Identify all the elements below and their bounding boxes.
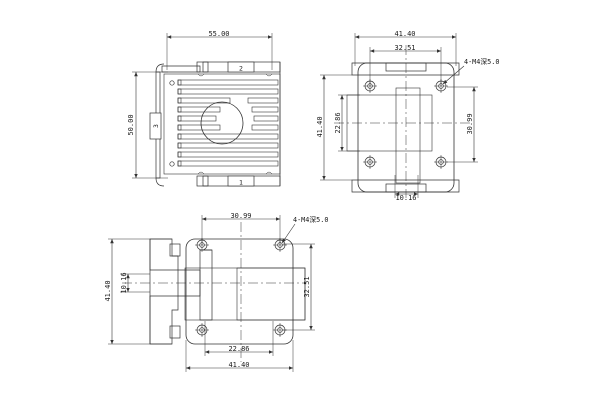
leader-line-annotation-front	[442, 65, 465, 85]
dim-label-2286-front: 22.86	[334, 112, 342, 133]
center-boss-circle	[200, 101, 244, 145]
dim-label-1016-bottom: 10.16	[120, 272, 128, 293]
view-top-right	[320, 33, 478, 198]
leader-line-annotation-bottom	[281, 223, 296, 244]
screw-hole-bl	[363, 155, 377, 169]
dim-label-1016-front: 10.16	[395, 194, 416, 202]
screw-hole-bv-br	[273, 323, 287, 337]
callout-box-1	[227, 175, 255, 187]
dim-label-3251: 32.51	[394, 44, 415, 52]
view-bottom	[108, 215, 315, 372]
dim-label-height-left-front: 41.40	[316, 116, 324, 137]
callout-box-2	[227, 61, 255, 73]
corner-radius-bl	[155, 177, 165, 187]
left-rail	[155, 71, 161, 179]
screw-hole-bv-tl	[195, 238, 209, 252]
notch-mark-4	[265, 171, 273, 175]
screw-holes-front	[363, 79, 448, 169]
notch-mark-3	[197, 171, 205, 175]
screw-hole-bv-tr	[273, 238, 287, 252]
bottom-body-outline	[185, 238, 294, 345]
callout-label-3: 3	[152, 124, 160, 128]
screw-hole-bv-bl	[195, 323, 209, 337]
dim-ext-2286-bottom	[204, 321, 274, 356]
screw-hole-br	[434, 155, 448, 169]
flange-bottom	[351, 179, 460, 193]
annotation-4m4-bottom: 4-M4深5.0	[293, 215, 328, 224]
callout-box-3	[149, 112, 162, 140]
callout-label-1: 1	[239, 179, 243, 187]
dim-label-3251-bottom: 32.51	[303, 276, 311, 297]
screw-hole-tr	[434, 79, 448, 93]
dim-label-4140-bottom: 41.40	[228, 361, 249, 369]
dim-label-3099-bottom: 30.99	[230, 212, 251, 220]
dim-label-width-55: 55.00	[208, 30, 229, 38]
dim-label-3099-front: 30.99	[466, 113, 474, 134]
top-mount-notch	[202, 61, 209, 73]
pin-hole-top	[169, 80, 175, 86]
dim-label-4140-left-bottom: 41.40	[104, 280, 112, 301]
flange-notch-bottom	[169, 325, 181, 339]
dim-label-4140-top: 41.40	[394, 30, 415, 38]
annotation-4m4-front: 4-M4深5.0	[464, 57, 499, 66]
callout-label-2: 2	[239, 65, 243, 73]
view-top-left	[132, 33, 281, 187]
inner-rect-right-bottom	[236, 267, 306, 321]
notch-mark-2	[265, 73, 273, 77]
dim-ext-lines-width	[166, 33, 273, 70]
dim-ext-1016-bottom	[120, 273, 150, 293]
bottom-mount-notch	[202, 175, 209, 187]
screw-holes-bottom	[195, 238, 287, 337]
dim-label-height-50: 50.00	[127, 114, 135, 135]
dim-label-2286-bottom: 22.86	[228, 345, 249, 353]
notch-mark-1	[197, 73, 205, 77]
pin-hole-bottom	[169, 161, 175, 167]
corner-radius-tl	[155, 63, 165, 73]
heatsink-fins	[177, 79, 279, 167]
flange-notch-top	[169, 243, 181, 257]
screw-hole-tl	[363, 79, 377, 93]
center-block	[395, 87, 421, 184]
